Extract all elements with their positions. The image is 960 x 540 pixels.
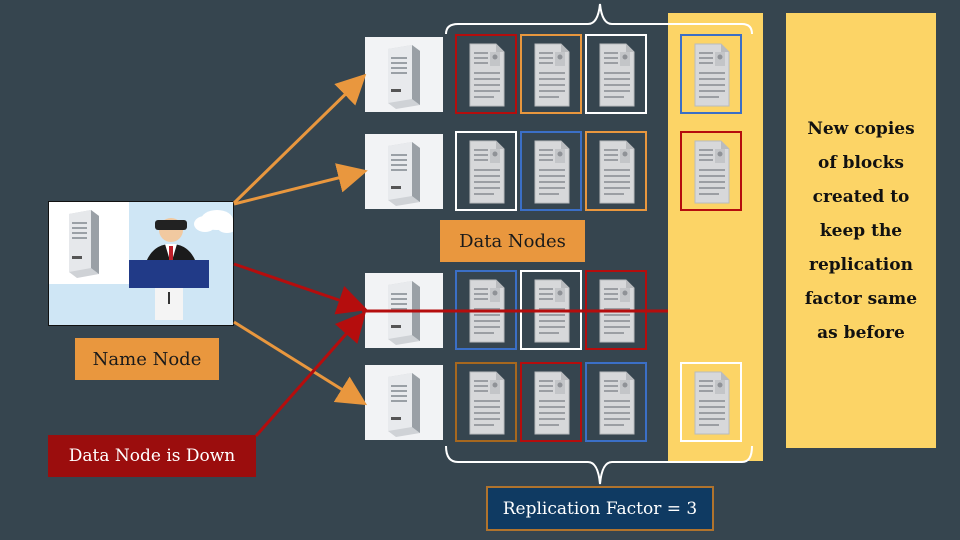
document-icon <box>694 43 730 107</box>
name-node-illustration <box>48 201 234 326</box>
data-node-1-server <box>365 37 443 112</box>
data-node-1-new-copy <box>680 34 742 114</box>
data-node-4-server <box>365 365 443 440</box>
name-node-label: Name Node <box>75 338 219 380</box>
bottom-brace <box>445 445 753 485</box>
data-node-4-block-1 <box>455 362 517 442</box>
document-icon <box>599 371 635 435</box>
data-node-2-block-2 <box>520 131 582 211</box>
data-node-2-new-copy <box>680 131 742 211</box>
new-copies-panel: New copies of blocks created to keep the… <box>786 13 936 448</box>
data-node-2-server <box>365 134 443 209</box>
data-node-4-block-2 <box>520 362 582 442</box>
person-with-binoculars-icon <box>129 210 233 325</box>
failure-arrow <box>254 311 366 437</box>
data-node-4-block-3 <box>585 362 647 442</box>
server-icon <box>388 142 420 206</box>
name-node-server-icon <box>69 210 99 278</box>
document-icon <box>469 140 505 204</box>
document-icon <box>599 43 635 107</box>
data-node-down-label: Data Node is Down <box>48 435 256 477</box>
document-icon <box>534 43 570 107</box>
server-icon <box>388 45 420 109</box>
top-brace <box>445 3 753 35</box>
data-nodes-label: Data Nodes <box>440 220 585 262</box>
arrow-to-data-node-4 <box>233 320 368 406</box>
document-icon <box>534 371 570 435</box>
replication-factor-label: Replication Factor = 3 <box>486 486 714 531</box>
document-icon <box>469 43 505 107</box>
document-icon <box>534 140 570 204</box>
data-node-4-new-copy <box>680 362 742 442</box>
arrow-to-data-node-1 <box>232 73 367 205</box>
data-node-2-block-3 <box>585 131 647 211</box>
document-icon <box>599 140 635 204</box>
document-icon <box>694 140 730 204</box>
data-node-1-block-1 <box>455 34 517 114</box>
data-node-1-block-2 <box>520 34 582 114</box>
document-icon <box>694 371 730 435</box>
arrow-to-data-node-2 <box>233 163 368 206</box>
server-icon <box>388 373 420 437</box>
arrow-to-data-node-3 <box>233 262 368 315</box>
data-node-2-block-1 <box>455 131 517 211</box>
new-copies-text: New copies of blocks created to keep the… <box>804 118 918 343</box>
data-node-1-block-3 <box>585 34 647 114</box>
document-icon <box>469 371 505 435</box>
